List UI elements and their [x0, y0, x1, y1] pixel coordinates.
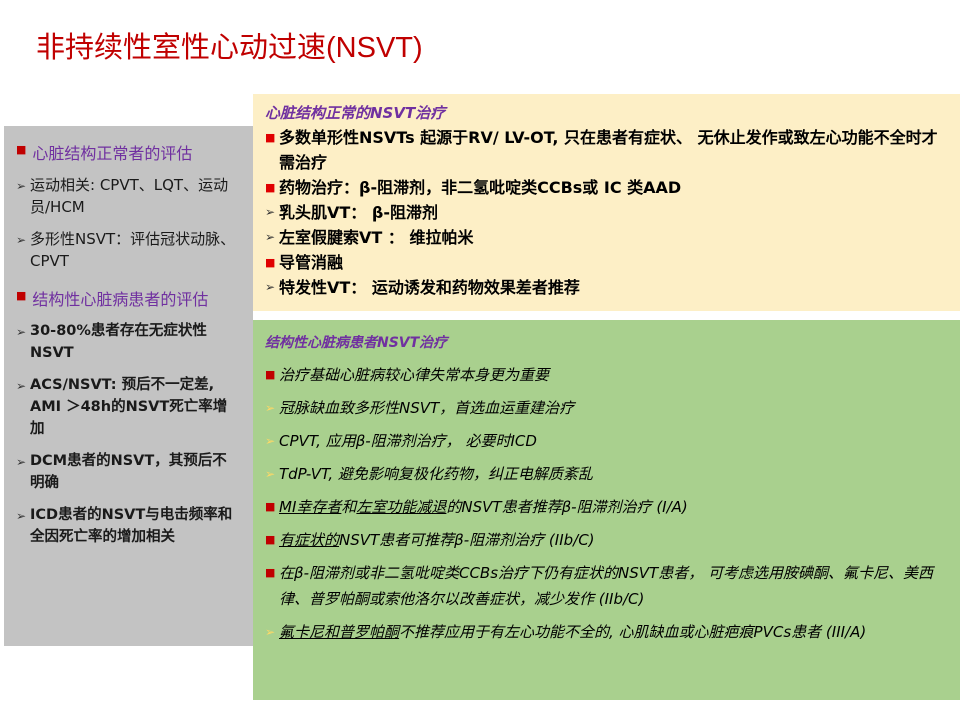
- list-item-text: 多数单形性NSVTs 起源于RV/ LV-OT, 只在患者有症状、 无休止发作或…: [279, 128, 938, 172]
- arrow-bullet-icon: ➢: [265, 230, 276, 244]
- arrow-bullet-icon: ➢: [16, 233, 27, 247]
- list-item-text: ICD患者的NSVT与电击频率和全因死亡率的增加相关: [30, 507, 233, 545]
- list-item-text: 左室假腱索VT ： 维拉帕米: [279, 228, 474, 247]
- heading-text: 结构性心脏病患者的评估: [32, 290, 209, 309]
- arrow-bullet-icon: ➢: [16, 325, 27, 339]
- list-item: ➢ 氟卡尼和普罗帕酮不推荐应用于有左心功能不全的, 心肌缺血或心脏疤痕PVCs患…: [265, 619, 948, 645]
- list-item: ➢ 左室假腱索VT ： 维拉帕米: [265, 225, 948, 250]
- arrow-bullet-icon: ➢: [16, 379, 27, 393]
- list-item-text: ACS/NSVT: 预后不一定差, AMI ＞48h的NSVT死亡率增加: [30, 377, 228, 437]
- list-item: ➢ ICD患者的NSVT与电击频率和全因死亡率的增加相关: [16, 504, 241, 548]
- arrow-bullet-icon: ➢: [265, 205, 276, 219]
- list-item-text: TdP-VT, 避免影响复极化药物，纠正电解质紊乱: [279, 465, 593, 483]
- list-item-text: 氟卡尼和普罗帕酮不推荐应用于有左心功能不全的, 心肌缺血或心脏疤痕PVCs患者 …: [279, 619, 866, 645]
- arrow-bullet-icon: ➢: [265, 280, 276, 294]
- list-item: ➢ 多形性NSVT：评估冠状动脉、CPVT: [16, 228, 241, 272]
- arrow-bullet-icon: ➢: [265, 467, 276, 481]
- list-item-text-part: 不推荐应用于有左心功能不全的, 心肌缺血或心脏疤痕PVCs患者 (III/A): [399, 623, 867, 641]
- structural-heart-eval-heading: ■ 结构性心脏病患者的评估: [16, 286, 241, 310]
- list-item: ■ 药物治疗：β-阻滞剂，非二氢吡啶类CCBs或 IC 类AAD: [265, 175, 948, 200]
- list-item: ➢ CPVT, 应用β-阻滞剂治疗， 必要时ICD: [265, 428, 948, 454]
- list-item-text: CPVT, 应用β-阻滞剂治疗， 必要时ICD: [279, 432, 537, 450]
- list-item-text: MI幸存者和左室功能减退的NSVT患者推荐β-阻滞剂治疗 (I/A): [279, 494, 688, 520]
- list-item-text: 多形性NSVT：评估冠状动脉、CPVT: [30, 230, 236, 270]
- structural-heart-treatment-heading: 结构性心脏病患者NSVT治疗: [265, 335, 448, 351]
- list-item: ■ 有症状的NSVT患者可推荐β-阻滞剂治疗 (IIb/C): [265, 527, 948, 553]
- list-item-text: 有症状的NSVT患者可推荐β-阻滞剂治疗 (IIb/C): [279, 527, 595, 553]
- red-square-bullet-icon: ■: [265, 500, 276, 513]
- red-square-bullet-icon: ■: [16, 289, 27, 302]
- red-square-bullet-icon: ■: [265, 131, 276, 144]
- list-item: ■ MI幸存者和左室功能减退的NSVT患者推荐β-阻滞剂治疗 (I/A): [265, 494, 948, 520]
- normal-heart-treatment-heading: 心脏结构正常的NSVT治疗: [265, 104, 446, 122]
- list-item-text-part: 和: [341, 498, 357, 516]
- heading-text: 心脏结构正常者的评估: [32, 144, 193, 163]
- list-item-text: 药物治疗：β-阻滞剂，非二氢吡啶类CCBs或 IC 类AAD: [279, 178, 682, 197]
- list-item: ➢ 运动相关: CPVT、LQT、运动员/HCM: [16, 174, 241, 218]
- page-title-en: (NSVT): [326, 32, 423, 64]
- list-item-text-part: 的NSVT患者推荐β-阻滞剂治疗 (I/A): [446, 498, 688, 516]
- red-square-bullet-icon: ■: [16, 143, 27, 156]
- arrow-bullet-icon: ➢: [16, 455, 27, 469]
- underlined-text: 氟卡尼和普罗帕酮: [279, 623, 400, 641]
- red-square-bullet-icon: ■: [265, 368, 276, 381]
- list-item-text: 乳头肌VT： β-阻滞剂: [279, 203, 438, 222]
- red-square-bullet-icon: ■: [265, 566, 276, 579]
- list-item: ■ 治疗基础心脏病较心律失常本身更为重要: [265, 362, 948, 388]
- list-item: ➢ ACS/NSVT: 预后不一定差, AMI ＞48h的NSVT死亡率增加: [16, 374, 241, 440]
- red-square-bullet-icon: ■: [265, 533, 276, 546]
- structural-heart-treatment-panel: 结构性心脏病患者NSVT治疗 ■ 治疗基础心脏病较心律失常本身更为重要 ➢ 冠脉…: [253, 320, 960, 700]
- list-item: ■ 导管消融: [265, 250, 948, 275]
- page-title: 非持续性室性心动过速(NSVT): [36, 24, 423, 66]
- list-item-text-part: NSVT患者可推荐β-阻滞剂治疗 (IIb/C): [339, 531, 595, 549]
- arrow-bullet-icon: ➢: [265, 625, 276, 639]
- evaluation-panel: ■ 心脏结构正常者的评估 ➢ 运动相关: CPVT、LQT、运动员/HCM ➢ …: [4, 126, 253, 646]
- red-square-bullet-icon: ■: [265, 181, 276, 194]
- list-item: ■ 在β-阻滞剂或非二氢吡啶类CCBs治疗下仍有症状的NSVT患者， 可考虑选用…: [265, 560, 948, 612]
- underlined-text: 有症状的: [279, 531, 340, 549]
- list-item-text: 运动相关: CPVT、LQT、运动员/HCM: [30, 176, 229, 216]
- arrow-bullet-icon: ➢: [16, 179, 27, 193]
- list-item-text: 30-80%患者存在无症状性NSVT: [30, 323, 207, 361]
- underlined-text: MI幸存者: [279, 498, 342, 516]
- list-item: ➢ 30-80%患者存在无症状性NSVT: [16, 320, 241, 364]
- underlined-text: 左室功能减退: [356, 498, 447, 516]
- list-item-text: 导管消融: [279, 253, 344, 272]
- arrow-bullet-icon: ➢: [265, 434, 276, 448]
- arrow-bullet-icon: ➢: [265, 401, 276, 415]
- red-square-bullet-icon: ■: [265, 256, 276, 269]
- list-item-text: 特发性VT： 运动诱发和药物效果差者推荐: [279, 278, 580, 297]
- normal-heart-treatment-panel: 心脏结构正常的NSVT治疗 ■ 多数单形性NSVTs 起源于RV/ LV-OT,…: [253, 94, 960, 311]
- arrow-bullet-icon: ➢: [16, 509, 27, 523]
- list-item: ➢ TdP-VT, 避免影响复极化药物，纠正电解质紊乱: [265, 461, 948, 487]
- list-item-text: 在β-阻滞剂或非二氢吡啶类CCBs治疗下仍有症状的NSVT患者， 可考虑选用胺碘…: [279, 564, 933, 608]
- list-item: ➢ 冠脉缺血致多形性NSVT，首选血运重建治疗: [265, 395, 948, 421]
- list-item: ➢ 乳头肌VT： β-阻滞剂: [265, 200, 948, 225]
- list-item-text: 治疗基础心脏病较心律失常本身更为重要: [279, 366, 550, 384]
- list-item: ➢ DCM患者的NSVT，其预后不明确: [16, 450, 241, 494]
- list-item: ➢ 特发性VT： 运动诱发和药物效果差者推荐: [265, 275, 948, 300]
- normal-heart-eval-heading: ■ 心脏结构正常者的评估: [16, 140, 241, 164]
- list-item-text: DCM患者的NSVT，其预后不明确: [30, 453, 227, 491]
- list-item-text: 冠脉缺血致多形性NSVT，首选血运重建治疗: [279, 399, 575, 417]
- list-item: ■ 多数单形性NSVTs 起源于RV/ LV-OT, 只在患者有症状、 无休止发…: [265, 125, 948, 175]
- page-title-cn: 非持续性室性心动过速: [36, 30, 327, 64]
